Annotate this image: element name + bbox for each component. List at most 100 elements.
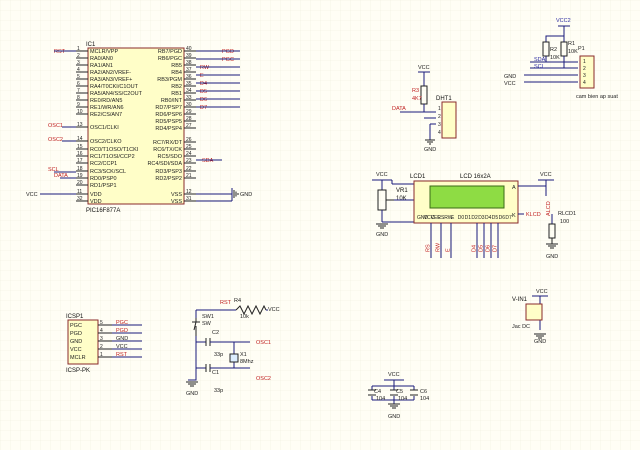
ic1-left-wires (40, 50, 76, 195)
reset-circuit[interactable]: R4 10k RST VCC SW1 SW (192, 298, 280, 336)
reset-resistor[interactable] (235, 304, 267, 316)
lcd-gnd-label: GND (376, 232, 388, 238)
ic1-left-pin-name: RA4/T0CKI/C1OUT (90, 84, 139, 90)
dht-pin-4: 4 (438, 130, 441, 136)
decoupling-c5-value: 104 (398, 396, 407, 402)
lcd-left-wires (381, 180, 415, 223)
ic1-body[interactable] (87, 47, 185, 205)
icsp-body[interactable] (67, 319, 99, 365)
ic1-right-pin-number: 21 (186, 173, 192, 179)
ic1-left-pin-number: 16 (77, 151, 83, 157)
ic1-left-pin-number: 15 (77, 144, 83, 150)
decoupling-vcc-label: VCC (388, 372, 400, 378)
ic1-left-pin-number: 4 (77, 67, 80, 73)
jack-body[interactable] (525, 303, 543, 321)
lcd-pin-wire-label: D7 (493, 245, 499, 252)
dht-sensor[interactable]: VCC R3 4K7 DATA DHT1 1 2 3 4 GND (392, 65, 457, 153)
net-sda-right: SDA (202, 158, 214, 164)
ic1-left-pin-name: RD1/PSP1 (90, 183, 117, 189)
reset-vcc-label: VCC (268, 307, 280, 313)
decoupling-c5-name: C5 (396, 389, 403, 395)
dht-vcc-wire (418, 71, 430, 86)
lcd-anode-wire (518, 179, 554, 196)
rtc-r1-value: 10K (568, 49, 578, 55)
ic1-left-pin-name: RA2/AN2/VREF- (90, 70, 131, 76)
lcd-screen (429, 185, 505, 209)
ic1-right-pin-number: 31 (186, 196, 192, 202)
osc-c2-designator: C2 (212, 330, 219, 336)
decoupling-capacitors[interactable]: VCC C4 104 C5 104 C6 104 GND (368, 372, 429, 420)
decoupling-capacitor-plates[interactable] (368, 389, 418, 396)
lcd-pin-label: D0 (458, 215, 465, 221)
net-rst-left: RST (54, 49, 66, 55)
lcd-display[interactable]: VCC VR1 10K GND LCD1 LCD 16x2A A K GNDVC… (372, 172, 576, 260)
ic1-right-pins: 40RB7/PGD39RB6/PGC38RB537RB436RB3/PGM35R… (147, 46, 196, 205)
ic1-left-pin-name: RA0/AN0 (90, 56, 113, 62)
icsp-pin-name: PGD (70, 331, 82, 337)
reset-switch[interactable] (192, 318, 200, 336)
ic1-right-pin-name: RB7/PGD (158, 49, 182, 55)
icsp-net-label: GND (116, 336, 128, 342)
rtc-vcc-wires (545, 25, 570, 42)
ic1-right-pin-number: 28 (186, 116, 192, 122)
ic1-left-pin-name: RC1/T1OSI/CCP2 (90, 154, 135, 160)
net-vcc-left: VCC (26, 192, 38, 198)
lcd-alcd-label: ALCD (546, 201, 552, 216)
lcd-designator: LCD1 (410, 174, 426, 180)
ic1-right-pin-number: 36 (186, 74, 192, 80)
ic1-right-pin-name: RB4 (171, 70, 182, 76)
rtc-signal-wires (524, 56, 578, 83)
icsp-pin-number: 2 (100, 344, 103, 350)
ic1-left-pin-number: 32 (77, 196, 83, 202)
pressure-sensor-module[interactable]: VCC2 R1 R2 10K 10K P1 SDA SCL GND VCC 1 … (504, 18, 618, 100)
ic1-right-pin-number: 37 (186, 67, 192, 73)
oscillator-circuit[interactable]: GND C2 33p C1 33p X1 8Mhz OSC1 OSC2 (186, 330, 271, 397)
net-d6-right: D6 (200, 97, 207, 103)
lcd-vr-value: 10K (396, 196, 407, 202)
jack-wires (528, 295, 548, 330)
icsp-net-label: PGC (116, 320, 128, 326)
ic1-right-wires (196, 50, 240, 202)
lcd-pin-wire-label: D5 (479, 245, 485, 252)
icsp-pin-number: 1 (100, 352, 103, 358)
ic1-right-pin-name: RC6/TX/CK (153, 147, 182, 153)
lcd-gnd-symbol (376, 223, 388, 229)
icsp-pin-number: 5 (100, 320, 103, 326)
rtc-connector[interactable] (579, 55, 595, 89)
ic1-left-pin-name: RC3/SCK/SCL (90, 169, 126, 175)
osc-c1-value: 33p (214, 388, 223, 394)
lcd-cathode-wire (518, 213, 553, 224)
lcd-pin-label: D4 (485, 215, 492, 221)
ic1-left-pin-number: 10 (77, 109, 83, 115)
rtc-r2-designator: R2 (550, 47, 557, 53)
net-pgc-right: PGC (222, 57, 234, 63)
dht-connector[interactable] (441, 101, 457, 139)
power-jack[interactable]: V-IN1 VCC GND Jac DC (512, 289, 548, 345)
osc-xtal-designator: X1 (240, 352, 247, 358)
net-gnd-right: GND (240, 192, 252, 198)
ic1-gnd-symbol (233, 190, 239, 198)
ic1-right-pin-number: 38 (186, 60, 192, 66)
osc-gnd-symbol (186, 381, 198, 387)
reset-sw-designator: SW1 (202, 314, 214, 320)
ic1-left-pin-number: 6 (77, 81, 80, 87)
osc-crystal[interactable] (229, 353, 239, 363)
ic1-right-pin-number: 23 (186, 158, 192, 164)
lcd-pin-wire-label: RS (426, 244, 432, 252)
lcd-pin-label: E (451, 215, 455, 221)
ic1-left-pin-name: RC2/CCP1 (90, 161, 117, 167)
icsp-net-label: PGD (116, 328, 128, 334)
osc-xtal-value: 8Mhz (240, 359, 254, 365)
ic1-left-pin-number: 11 (77, 189, 82, 195)
ic1-right-pin-name: RD6/PSP6 (155, 112, 182, 118)
ic1-designator: IC1 (86, 42, 96, 48)
lcd-pin-wire-label: E (446, 248, 452, 252)
osc-osc2-net: OSC2 (256, 376, 271, 382)
lcd-pin-label: D7 (505, 215, 512, 221)
ic1-left-pin-number: 13 (77, 122, 83, 128)
lcd-pin-wire-label: D4 (472, 245, 478, 252)
